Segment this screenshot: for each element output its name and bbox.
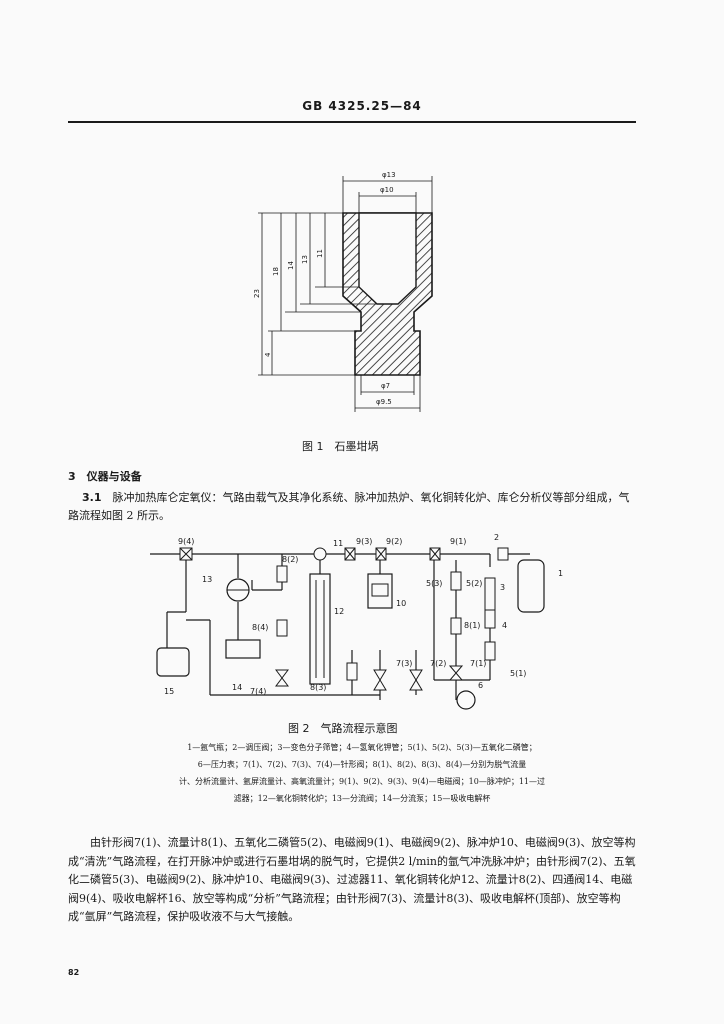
label-10: 10 bbox=[396, 599, 406, 608]
legend-line: 滤器；12—氧化铜转化炉；13—分流阀；14—分流泵；15—吸收电解杯 bbox=[233, 794, 491, 803]
gas-path-description: 由针形阀7(1)、流量计8(1)、五氧化二磷管5(2)、电磁阀9(1)、电磁阀9… bbox=[68, 836, 636, 923]
label-6: 6 bbox=[478, 681, 483, 690]
dim-11: 11 bbox=[316, 249, 324, 258]
dim-13: 13 bbox=[301, 255, 309, 264]
label-14: 14 bbox=[232, 683, 242, 692]
label-7-3: 7(3) bbox=[396, 659, 412, 668]
label-7-1: 7(1) bbox=[470, 659, 486, 668]
label-5-1: 5(1) bbox=[510, 669, 526, 678]
dim-phi7: φ7 bbox=[381, 382, 390, 390]
label-9-2: 9(2) bbox=[386, 537, 402, 546]
label-5-3: 5(3) bbox=[426, 579, 442, 588]
dim-phi13: φ13 bbox=[382, 171, 396, 179]
section-3-heading: 3 仪器与设备 bbox=[68, 470, 142, 483]
figure2-caption: 图 2 气路流程示意图 bbox=[288, 721, 398, 735]
legend-line: 1—氩气瓶；2—调压阀；3—变色分子筛管；4—氢氧化钾管；5(1)、5(2)、5… bbox=[187, 743, 537, 752]
label-13: 13 bbox=[202, 575, 212, 584]
dim-phi9-5: φ9.5 bbox=[376, 398, 392, 406]
figure1-caption: 图 1 石墨坩埚 bbox=[302, 439, 379, 453]
label-5-2: 5(2) bbox=[466, 579, 482, 588]
label-8-4: 8(4) bbox=[252, 623, 268, 632]
legend-line: 6—压力表；7(1)、7(2)、7(3)、7(4)—针形阀；8(1)、8(2)、… bbox=[197, 760, 527, 769]
label-9-1: 9(1) bbox=[450, 537, 466, 546]
crucible-cavity bbox=[358, 212, 417, 305]
label-8-3: 8(3) bbox=[310, 683, 326, 692]
paragraph-3-1: 3.1 脉冲加热库仑定氧仪：气路由载气及其净化系统、脉冲加热炉、氧化铜转化炉、库… bbox=[68, 489, 640, 525]
figure1-crucible-drawing: φ13 φ10 φ7 φ9.5 23 4 18 14 13 11 图 1 石墨坩… bbox=[253, 171, 433, 453]
page-number: 82 bbox=[68, 968, 80, 977]
dim-18: 18 bbox=[272, 267, 280, 276]
label-9-4: 9(4) bbox=[178, 537, 194, 546]
label-7-2: 7(2) bbox=[430, 659, 446, 668]
label-1: 1 bbox=[558, 569, 563, 578]
header-standard-code: GB 4325.25—84 bbox=[302, 99, 422, 113]
dim-23: 23 bbox=[253, 289, 261, 298]
legend-line: 计、分析流量计、氩屏流量计、高氧流量计；9(1)、9(2)、9(3)、9(4)—… bbox=[178, 777, 546, 786]
dim-4: 4 bbox=[264, 352, 272, 357]
paragraph-3-1-number: 3.1 bbox=[82, 491, 102, 504]
label-4: 4 bbox=[502, 621, 507, 630]
figure2-flow-diagram: 9(4) 9(3) 9(2) 9(1) 2 8(2) 11 13 12 10 5… bbox=[150, 533, 563, 735]
label-8-1: 8(1) bbox=[464, 621, 480, 630]
header-rule bbox=[68, 121, 636, 123]
label-2: 2 bbox=[494, 533, 499, 542]
dim-14: 14 bbox=[287, 261, 295, 270]
label-7-4: 7(4) bbox=[250, 687, 266, 696]
label-8-2: 8(2) bbox=[282, 555, 298, 564]
paragraph-3-1-text: 脉冲加热库仑定氧仪：气路由载气及其净化系统、脉冲加热炉、氧化铜转化炉、库仑分析仪… bbox=[68, 491, 630, 522]
label-3: 3 bbox=[500, 583, 505, 592]
label-12: 12 bbox=[334, 607, 344, 616]
label-11: 11 bbox=[333, 539, 343, 548]
dim-phi10: φ10 bbox=[380, 186, 394, 194]
label-15: 15 bbox=[164, 687, 174, 696]
label-9-3: 9(3) bbox=[356, 537, 372, 546]
figure2-legend: 1—氩气瓶；2—调压阀；3—变色分子筛管；4—氢氧化钾管；5(1)、5(2)、5… bbox=[84, 739, 640, 807]
